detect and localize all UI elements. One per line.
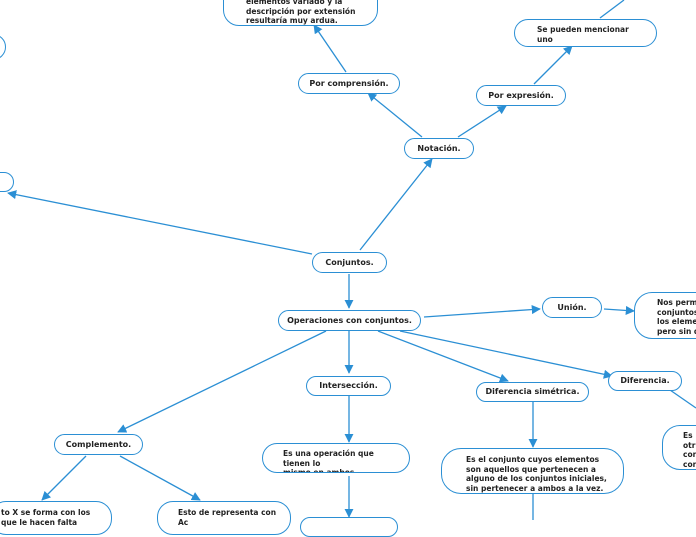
edge-comprension-note [313, 24, 347, 73]
edge-conjuntos-offscreen-left [7, 190, 313, 255]
note-complemento-right[interactable]: Esto de representa con Ac [157, 501, 291, 535]
note-por-comprension[interactable]: elementos variado y la descripción por e… [223, 0, 378, 26]
edge-complemento-left [41, 455, 87, 501]
edge-diferencia-note [669, 389, 696, 409]
edge-notacion-comprension [367, 92, 423, 138]
note-diferencia-simetrica[interactable]: Es el conjunto cuyos elementos son aquel… [441, 448, 624, 494]
node-interseccion[interactable]: Intersección. [306, 376, 391, 396]
node-conjuntos[interactable]: Conjuntos. [312, 252, 387, 273]
edge-conjuntos-notacion [359, 158, 433, 251]
note-diferencia[interactable]: Es otr con con [662, 425, 696, 470]
edge-operaciones-union [423, 305, 541, 318]
node-diferencia-simetrica[interactable]: Diferencia simétrica. [476, 382, 589, 402]
edge-complemento-right [119, 455, 201, 501]
edge-operaciones-complemento [117, 330, 327, 433]
edge-expresion-note-top [599, 0, 625, 19]
node-diferencia[interactable]: Diferencia. [608, 371, 682, 391]
note-complemento-left[interactable]: to X se forma con los que le hacen falta [0, 501, 112, 535]
node-por-expresion[interactable]: Por expresión. [476, 85, 566, 106]
edge-operaciones-simetrica [377, 330, 509, 383]
node-operaciones[interactable]: Operaciones con conjuntos. [278, 310, 421, 331]
edge-expresion-note [533, 45, 573, 85]
note-interseccion[interactable]: Es una operación que tienen lo mismo en … [262, 443, 410, 473]
offscreen-node-bottom[interactable] [300, 517, 398, 537]
node-por-comprension[interactable]: Por comprensión. [298, 73, 400, 94]
offscreen-node-left-middle[interactable] [0, 172, 14, 192]
edge-notacion-expresion [457, 105, 507, 138]
edge-operaciones-diferencia [399, 330, 613, 379]
edge-union-note [603, 305, 635, 315]
node-complemento[interactable]: Complemento. [54, 434, 143, 455]
node-notacion[interactable]: Notación. [404, 138, 474, 159]
node-union[interactable]: Unión. [542, 297, 602, 318]
connector-lines [7, 0, 696, 520]
note-union[interactable]: Nos permi conjuntos los elemen pero sin … [634, 292, 696, 339]
note-por-expresion[interactable]: Se pueden mencionar uno a uno. [514, 19, 657, 47]
